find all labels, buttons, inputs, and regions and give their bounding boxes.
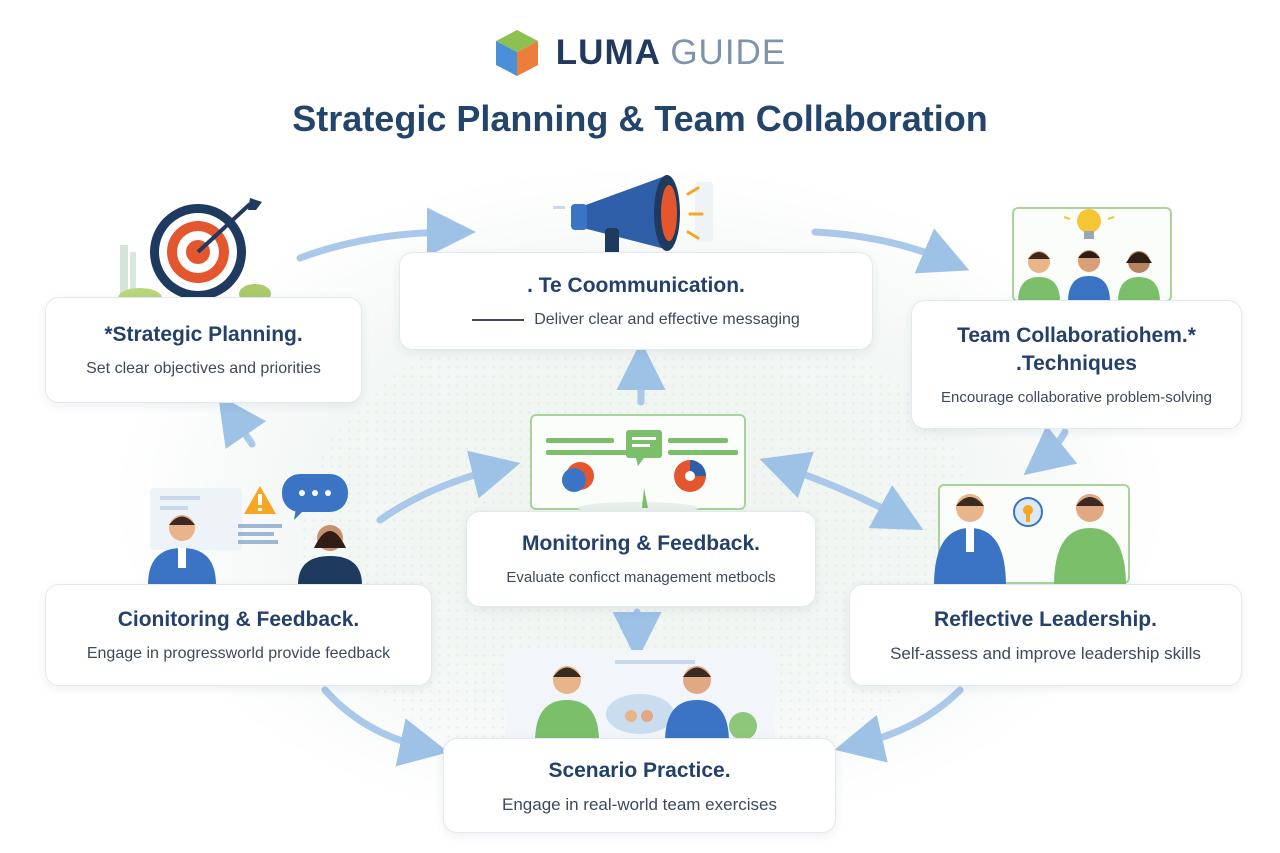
card-reflective-leadership[interactable]: Reflective Leadership. Self-assess and i… [849, 584, 1242, 686]
arrow-team-to-reflective [1023, 425, 1078, 476]
brand-name-bold: LUMA [555, 33, 660, 72]
arrow-left-to-scenario [321, 686, 449, 767]
arrow-center-reflective [759, 451, 924, 531]
leadership-illustration [930, 484, 1130, 586]
card-title: . Te Coommunication. [527, 274, 745, 297]
card-team-collaboration[interactable]: Team Collaboratiohem.* .Techniques Encou… [911, 300, 1242, 429]
megaphone-icon [571, 175, 680, 264]
card-desc: Self-assess and improve leadership skill… [890, 644, 1201, 663]
brand-name-light: GUIDE [670, 33, 787, 72]
dashboard-illustration [530, 414, 746, 514]
strategy-illustration [118, 198, 271, 305]
card-desc-row: Deliver clear and effective messaging [472, 310, 800, 330]
arrow-left-to-planning [218, 394, 267, 449]
warning-icon [244, 486, 276, 514]
divider [472, 319, 525, 321]
cube-logo-icon [495, 30, 538, 76]
scenario-illustration [505, 650, 775, 742]
communication-illustration [553, 175, 713, 264]
chat-bubble-icon [626, 430, 662, 466]
arrow-planning-to-communication [296, 207, 476, 262]
pie-chart-icon [674, 460, 706, 492]
card-desc: Engage in real-world team exercises [502, 794, 777, 814]
team-illustration [1012, 207, 1177, 302]
brand-name: LUMA GUIDE [556, 33, 786, 73]
arrow-reflective-to-scenario [834, 686, 964, 763]
card-monitoring-left[interactable]: Cionitoring & Feedback. Engage in progre… [45, 584, 432, 686]
card-title: Monitoring & Feedback. [521, 532, 760, 555]
brand-header: LUMA GUIDE [0, 28, 1280, 78]
lightbulb-icon [1077, 209, 1101, 239]
card-desc: Deliver clear and effective messaging [534, 311, 800, 328]
arrow-left-to-center [376, 450, 521, 524]
card-monitoring-center[interactable]: Monitoring & Feedback. Evaluate conficct… [466, 511, 816, 607]
card-desc: Set clear objectives and priorities [86, 360, 321, 377]
card-title: Cionitoring & Feedback. [117, 608, 360, 631]
card-desc: Engage in progressworld provide feedback [86, 645, 391, 662]
page-title: Strategic Planning & Team Collaboration [292, 98, 988, 139]
arrow-communication-to-team [811, 228, 970, 274]
chat-bubble-icon [282, 474, 348, 520]
card-scenario-practice[interactable]: Scenario Practice. Engage in real-world … [443, 738, 836, 833]
card-title: Reflective Leadership. [934, 608, 1157, 631]
card-title: Team Collaboratiohem.* .Techniques [957, 323, 1196, 375]
monitoring-illustration [148, 474, 362, 585]
card-title: Scenario Practice. [548, 758, 731, 782]
card-desc: Evaluate conficct management metbocls [506, 569, 776, 586]
card-communication[interactable]: . Te Coommunication. Deliver clear and e… [399, 252, 873, 350]
card-strategic-planning[interactable]: *Strategic Planning. Set clear objective… [45, 297, 362, 403]
card-desc: Encourage collaborative problem-solving [941, 388, 1212, 406]
card-title: *Strategic Planning. [104, 323, 303, 346]
